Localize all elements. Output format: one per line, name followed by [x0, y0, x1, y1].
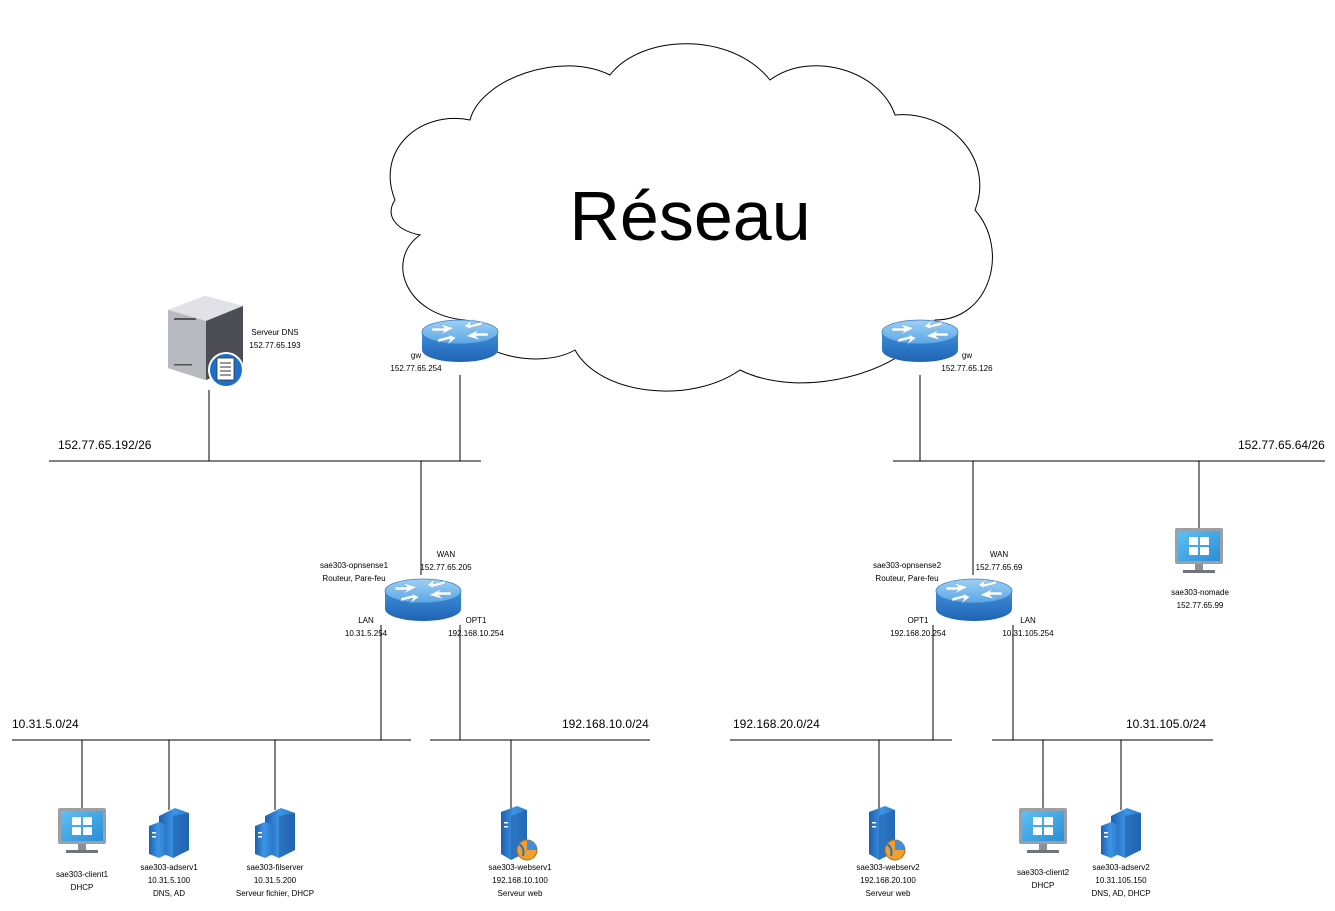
nomade-name: sae303-nomade: [1171, 588, 1229, 597]
webserv1-ip: 192.168.10.100: [492, 876, 548, 885]
webserv2-role: Serveur web: [865, 889, 911, 898]
network-label-net3: 10.31.5.0/24: [12, 717, 79, 731]
client1-monitor-icon: [58, 808, 106, 853]
client1-label: sae303-client1 DHCP: [56, 868, 108, 894]
gw2-label: gw 152.77.65.126: [941, 349, 992, 375]
dns-server-name: Serveur DNS: [251, 328, 299, 337]
gw2-ip: 152.77.65.126: [941, 364, 993, 373]
adserv1-label: sae303-adserv1 10.31.5.100 DNS, AD: [140, 861, 197, 900]
webserv2-server-icon: [868, 805, 906, 861]
client1-name: sae303-client1: [55, 870, 109, 879]
opnsense1-name: sae303-opnsense1: [319, 561, 389, 570]
gw2-name: gw: [961, 351, 973, 360]
webserv2-name: sae303-webserv2: [856, 863, 920, 872]
opnsense1-opt-label: OPT1 192.168.10.254: [448, 614, 504, 640]
adserv2-role: DNS, AD, DHCP: [1091, 889, 1151, 898]
adserv2-label: sae303-adserv2 10.31.105.150 DNS, AD, DH…: [1091, 861, 1150, 900]
client2-monitor-icon: [1019, 808, 1067, 853]
adserv1-name: sae303-adserv1: [140, 863, 198, 872]
dns-server-ip: 152.77.65.193: [249, 341, 301, 350]
adserv1-ip: 10.31.5.100: [147, 876, 191, 885]
dns-server-label: Serveur DNS 152.77.65.193: [249, 326, 300, 352]
opnsense2-lan-label: LAN 10.31.105.254: [1002, 614, 1053, 640]
webserv1-role: Serveur web: [497, 889, 543, 898]
nomade-ip: 152.77.65.99: [1176, 601, 1224, 610]
webserv1-label: sae303-webserv1 192.168.10.100 Serveur w…: [488, 861, 551, 900]
opnsense2-wan: WAN: [989, 550, 1009, 559]
client2-name: sae303-client2: [1016, 868, 1070, 877]
opnsense1-lan: LAN: [358, 616, 374, 625]
adserv1-role: DNS, AD: [152, 889, 185, 898]
opnsense1-opt: OPT1: [465, 616, 487, 625]
network-label-net5: 192.168.20.0/24: [733, 717, 820, 731]
webserv1-server-icon: [500, 805, 538, 861]
webserv1-name: sae303-webserv1: [488, 863, 552, 872]
opnsense1-opt-ip: 192.168.10.254: [448, 629, 504, 638]
client2-role: DHCP: [1031, 881, 1055, 890]
opnsense2-opt: OPT1: [907, 616, 929, 625]
opnsense2-name: sae303-opnsense2: [872, 561, 942, 570]
filserver-name: sae303-filserver: [246, 863, 304, 872]
network-label-net2: 152.77.65.64/26: [1238, 438, 1325, 452]
webserv2-ip: 192.168.20.100: [860, 876, 916, 885]
network-label-net6: 10.31.105.0/24: [1126, 717, 1207, 731]
gw1-label: gw 152.77.65.254: [390, 349, 441, 375]
opnsense2-lan: LAN: [1020, 616, 1036, 625]
adserv2-ip: 10.31.105.150: [1095, 876, 1147, 885]
filserver-ip: 10.31.5.200: [253, 876, 297, 885]
cloud-label: Réseau: [569, 177, 811, 255]
adserv1-server-icon: [149, 808, 189, 858]
opnsense1-role: Routeur, Pare-feu: [322, 574, 386, 583]
opnsense1-wan-ip: 152.77.65.205: [420, 563, 472, 572]
nomade-monitor-icon: [1175, 528, 1223, 573]
webserv2-label: sae303-webserv2 192.168.20.100 Serveur w…: [856, 861, 919, 900]
filserver-server-icon: [255, 808, 295, 858]
router-opnsense2-icon: [935, 578, 1013, 622]
network-label-net4: 192.168.10.0/24: [562, 717, 649, 731]
opnsense2-wan-ip: 152.77.65.69: [975, 563, 1023, 572]
opnsense2-role: Routeur, Pare-feu: [875, 574, 939, 583]
opnsense2-wan-label: WAN 152.77.65.69: [976, 548, 1023, 574]
opnsense1-label: sae303-opnsense1 Routeur, Pare-feu: [320, 559, 388, 585]
gw1-ip: 152.77.65.254: [390, 364, 442, 373]
opnsense2-label: sae303-opnsense2 Routeur, Pare-feu: [873, 559, 941, 585]
client2-label: sae303-client2 DHCP: [1017, 866, 1069, 892]
opnsense2-opt-label: OPT1 192.168.20.254: [890, 614, 946, 640]
filserver-label: sae303-filserver 10.31.5.200 Serveur fic…: [236, 861, 314, 900]
opnsense1-lan-label: LAN 10.31.5.254: [345, 614, 387, 640]
dns-server-icon: [168, 296, 244, 388]
opnsense1-wan: WAN: [436, 550, 456, 559]
client1-role: DHCP: [70, 883, 94, 892]
gw1-name: gw: [410, 351, 422, 360]
opnsense2-lan-ip: 10.31.105.254: [1002, 629, 1054, 638]
filserver-role: Serveur fichier, DHCP: [235, 889, 315, 898]
opnsense1-lan-ip: 10.31.5.254: [344, 629, 388, 638]
opnsense2-opt-ip: 192.168.20.254: [890, 629, 946, 638]
adserv2-server-icon: [1101, 808, 1141, 858]
adserv2-name: sae303-adserv2: [1092, 863, 1150, 872]
network-label-net1: 152.77.65.192/26: [58, 438, 152, 452]
nomade-label: sae303-nomade 152.77.65.99: [1171, 586, 1229, 612]
opnsense1-wan-label: WAN 152.77.65.205: [420, 548, 471, 574]
